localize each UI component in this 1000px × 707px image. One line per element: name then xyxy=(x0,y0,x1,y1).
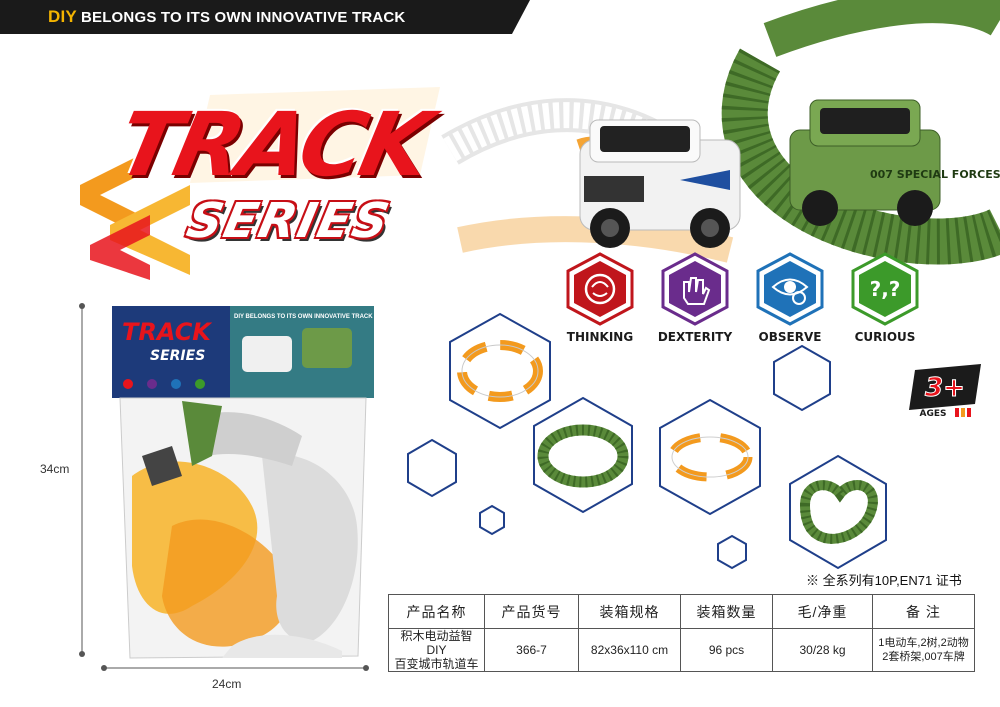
age-badge: 3+ AGES xyxy=(909,364,981,419)
outline-hexagon xyxy=(407,438,457,498)
track-shapes-panel xyxy=(407,312,887,570)
track-shape-oval-mixed xyxy=(659,398,761,516)
green-toy-car: 007 SPECIAL FORCES xyxy=(789,99,1000,226)
header-product-code: 产品货号 xyxy=(484,594,579,629)
skill-curious-label: CURIOUS xyxy=(854,330,916,344)
table-header-row: 产品名称 产品货号 装箱规格 装箱数量 毛/净重 备 注 xyxy=(388,594,975,629)
track-shape-heart-green xyxy=(789,454,887,570)
cell-remarks-line2: 2套桥架,007车牌 xyxy=(882,651,965,663)
logo-stripes xyxy=(80,87,440,280)
dimension-guides xyxy=(79,303,369,671)
svg-text:?,?: ?,? xyxy=(870,277,901,301)
cell-remarks: 1电动车,2树,2动物 2套桥架,007车牌 xyxy=(872,628,975,672)
track-series-logo: TRACK SERIES xyxy=(80,85,440,285)
certificate-note: ※ 全系列有10P,EN71 证书 xyxy=(806,573,962,588)
package-logo-series: SERIES xyxy=(150,348,205,364)
package-tagline: DIY BELONGS TO ITS OWN INNOVATIVE TRACK xyxy=(234,314,373,320)
outline-hexagon xyxy=(773,344,831,412)
header-weight: 毛/净重 xyxy=(772,594,873,629)
track-shape-ring-green xyxy=(533,396,633,514)
hero-track-scene: 007 SPECIAL FORCES xyxy=(441,0,1000,265)
package-bag: TRACK SERIES DIY BELONGS TO ITS OWN INNO… xyxy=(112,306,374,659)
skill-dexterity-label: DEXTERITY xyxy=(657,330,733,344)
product-spec-table: 产品名称 产品货号 装箱规格 装箱数量 毛/净重 备 注 积木电动益智DIY 百… xyxy=(388,594,975,672)
height-label: 34cm xyxy=(40,462,70,476)
header-box-size: 装箱规格 xyxy=(578,594,681,629)
age-caption: AGES xyxy=(920,409,947,419)
white-toy-car xyxy=(579,119,741,248)
outline-hexagon xyxy=(479,504,505,536)
width-label: 24cm xyxy=(212,677,242,691)
cell-quantity: 96 pcs xyxy=(680,628,773,672)
header-quantity: 装箱数量 xyxy=(680,594,773,629)
header-product-name: 产品名称 xyxy=(388,594,485,629)
cell-product-name: 积木电动益智DIY 百变城市轨道车 xyxy=(388,628,485,672)
question-icon: ?,? xyxy=(851,252,919,326)
cell-product-name-line2: 百变城市轨道车 xyxy=(394,657,479,671)
skill-thinking: THINKING xyxy=(555,252,645,344)
green-track-top xyxy=(763,0,1000,57)
brain-icon xyxy=(566,252,634,326)
header-remarks: 备 注 xyxy=(872,594,975,629)
cell-product-code: 366-7 xyxy=(484,628,579,672)
cell-remarks-line1: 1电动车,2树,2动物 xyxy=(878,637,969,649)
logo-track-text: TRACK xyxy=(109,93,437,196)
banner-shape xyxy=(0,0,530,34)
product-package: TRACK SERIES DIY BELONGS TO ITS OWN INNO… xyxy=(112,306,374,662)
logo-series-text: SERIES xyxy=(182,193,396,249)
green-car-text: 007 SPECIAL FORCES xyxy=(870,168,1000,181)
eye-icon xyxy=(756,252,824,326)
package-logo-track: TRACK xyxy=(122,318,213,346)
banner-text: BELONGS TO ITS OWN INNOVATIVE TRACK xyxy=(80,9,406,26)
outline-hexagon xyxy=(717,534,747,570)
table-row: 积木电动益智DIY 百变城市轨道车 366-7 82x36x110 cm 96 … xyxy=(388,628,975,672)
skill-curious: ?,? CURIOUS xyxy=(840,252,930,344)
skill-observe: OBSERVE xyxy=(745,252,835,344)
age-value: 3+ xyxy=(925,373,965,403)
cell-weight: 30/28 kg xyxy=(772,628,873,672)
skill-observe-label: OBSERVE xyxy=(758,330,822,344)
skill-thinking-label: THINKING xyxy=(566,330,634,344)
cell-box-size: 82x36x110 cm xyxy=(578,628,681,672)
banner-accent: DIY xyxy=(48,7,77,26)
track-shape-oval-orange xyxy=(449,312,551,430)
cell-product-name-line1: 积木电动益智DIY xyxy=(400,629,473,657)
skill-dexterity: DEXTERITY xyxy=(650,252,740,344)
hand-icon xyxy=(661,252,729,326)
